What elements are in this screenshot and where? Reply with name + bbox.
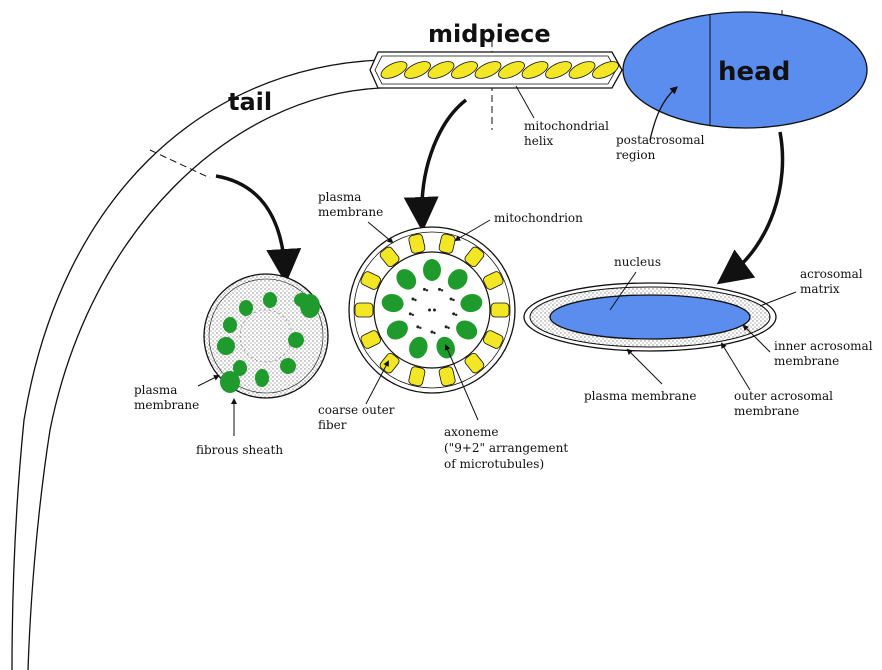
inner-acrosomal-label: inner acrosomal membrane (774, 339, 876, 368)
acrosomal-matrix-label: acrosomal matrix (800, 267, 866, 296)
central-microtubule (433, 309, 436, 312)
microtubule-doublet (452, 299, 454, 301)
microtubule-doublet (419, 327, 421, 329)
central-microtubule (428, 309, 431, 312)
head-plasma-membrane-label: plasma membrane (584, 389, 696, 403)
axoneme-label: axoneme ("9+2" arrangement of microtubul… (444, 425, 572, 471)
tail-cut-line (150, 150, 210, 178)
head-plasma-membrane-pointer (628, 350, 662, 384)
nucleus-label: nucleus (614, 255, 661, 269)
microtubule-doublet (445, 325, 448, 328)
mitochondrial-helix-pointer (516, 86, 534, 118)
tail-section-arrow (216, 176, 285, 270)
microtubule-doublet (452, 312, 455, 315)
microtubule-doublet (414, 299, 416, 301)
microtubule-doublet (423, 288, 426, 291)
microtubule-doublet (431, 331, 434, 334)
microtubule-doublet (438, 288, 441, 291)
microtubule-doublet (409, 312, 412, 315)
midpiece-section-arrow (422, 100, 466, 218)
microtubule-doublet (455, 314, 457, 316)
mitochondrion-segment (491, 303, 509, 317)
fibrous-sheath-label: fibrous sheath (196, 443, 283, 457)
outer-acrosomal-pointer (722, 344, 750, 390)
microtubule-doublet (412, 314, 414, 316)
microtubule-doublet (447, 327, 449, 329)
postacrosomal-region-label: postacrosomal region (616, 133, 708, 162)
mitochondrion-segment (355, 303, 373, 317)
microtubule-doublet (450, 298, 453, 301)
midpiece-cross-section (349, 227, 515, 393)
microtubule-doublet (441, 289, 443, 291)
coarse-outer-fiber-label: coarse outer fiber (318, 403, 398, 432)
microtubule-doublet (411, 298, 414, 301)
mid-plasma-membrane-label: plasma membrane (318, 190, 383, 219)
acrosomal-matrix-pointer (760, 292, 796, 306)
head-cross-section (524, 283, 776, 351)
head-label: head (718, 57, 790, 87)
mid-plasma-membrane-pointer (368, 222, 392, 242)
microtubule-doublet (416, 325, 419, 328)
microtubule-doublet (433, 332, 435, 334)
tail-plasma-membrane-label: plasma membrane (134, 383, 199, 412)
mitochondrion-label: mitochondrion (494, 211, 583, 225)
tail-plasma-membrane-pointer (198, 376, 218, 386)
midpiece-label: midpiece (428, 20, 551, 48)
microtubule-doublet (426, 289, 428, 291)
head-section-arrow (728, 132, 783, 276)
outer-acrosomal-label: outer acrosomal membrane (734, 389, 837, 418)
midpiece (370, 52, 622, 88)
tail-cross-section (204, 274, 328, 398)
sperm-tail (12, 60, 380, 670)
coarse-outer-fiber (423, 259, 441, 281)
mitochondrion-pointer (456, 220, 490, 240)
mitochondrial-helix-label: mitochondrial helix (524, 119, 613, 148)
tail-label: tail (228, 88, 272, 116)
